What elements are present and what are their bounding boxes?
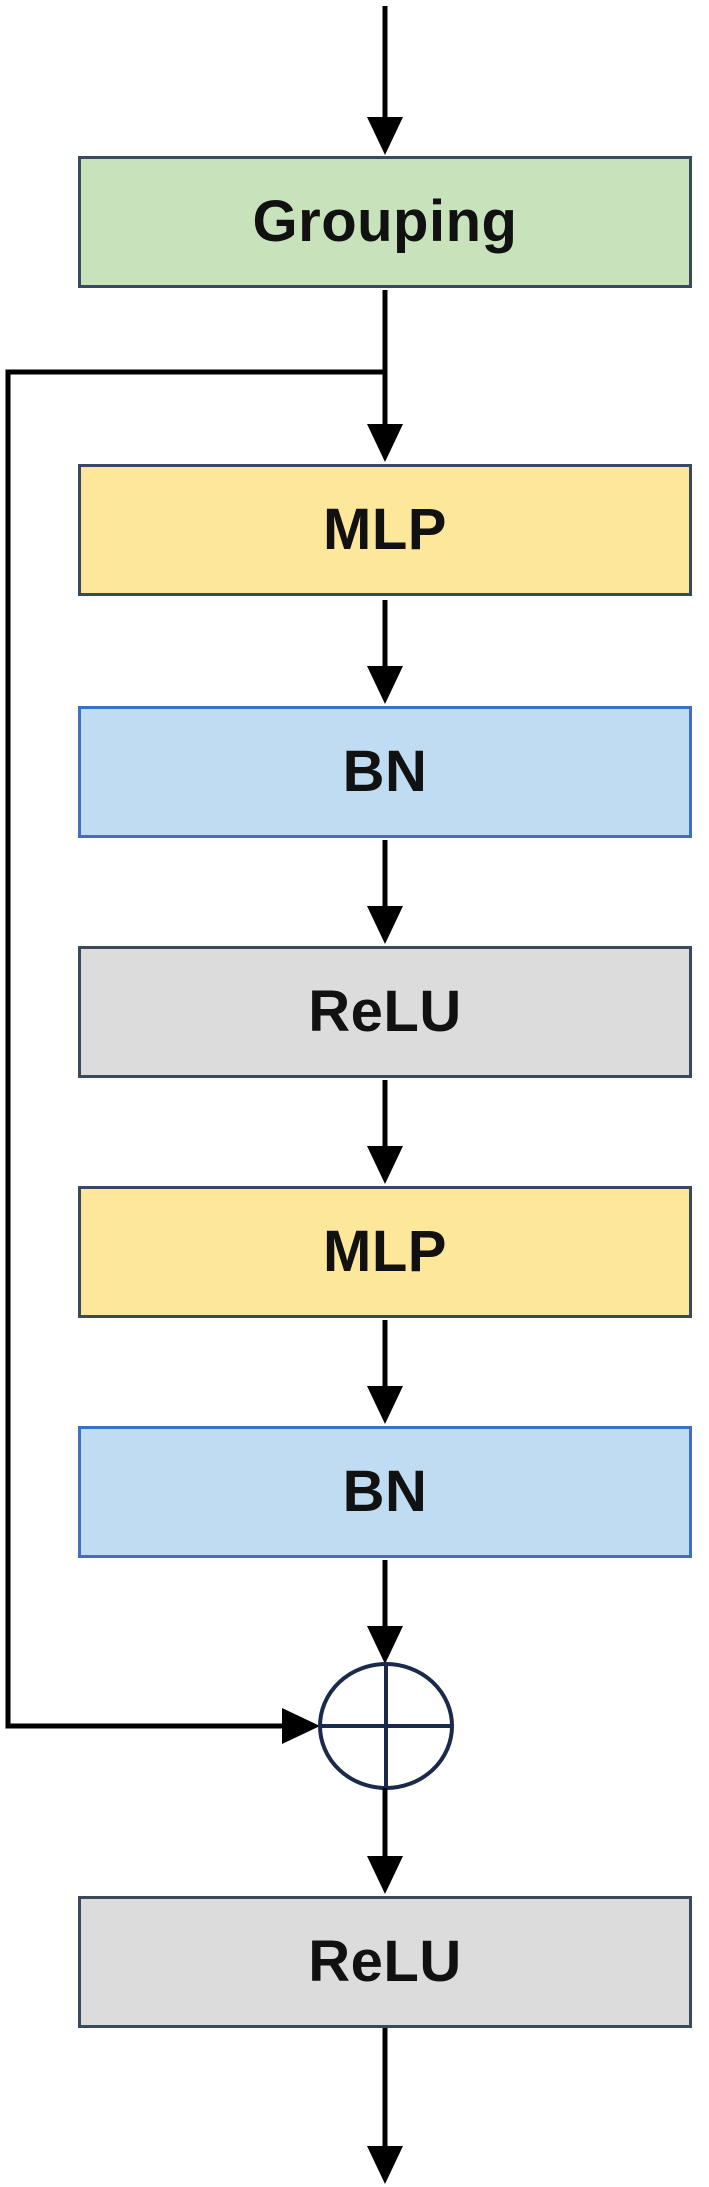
sum-node-icon [318,1662,454,1790]
mlp-block-2: MLP [78,1186,692,1318]
arrowhead-bn-to-relu-1 [367,906,403,944]
mlp-block-1: MLP [78,464,692,596]
skip-connection-line [5,369,385,1729]
arrowhead-sum-to-relu [367,1856,403,1894]
arrowhead-mlp-to-bn-2 [367,1386,403,1424]
arrowhead-grouping-to-mlp [367,424,403,462]
bn-block-1: BN [78,706,692,838]
relu-block-2: ReLU [78,1896,692,2028]
bn-block-2: BN [78,1426,692,1558]
skip-connection-arrowhead [282,1708,320,1744]
relu-block-1: ReLU [78,946,692,1078]
mlp-block-2-label: MLP [323,1219,447,1284]
bn-block-1-label: BN [342,739,428,804]
bn-block-2-label: BN [342,1459,428,1524]
mlp-block-1-label: MLP [323,497,447,562]
arrowhead-mlp-to-bn-1 [367,666,403,704]
grouping-block-label: Grouping [252,189,518,254]
relu-block-1-label: ReLU [308,979,462,1044]
relu-block-2-label: ReLU [308,1929,462,1994]
grouping-block: Grouping [78,156,692,288]
arrowhead-bn-to-sum [367,1626,403,1664]
output-arrowhead [367,2146,403,2184]
input-arrowhead [367,117,403,155]
arrowhead-relu-to-mlp [367,1146,403,1184]
